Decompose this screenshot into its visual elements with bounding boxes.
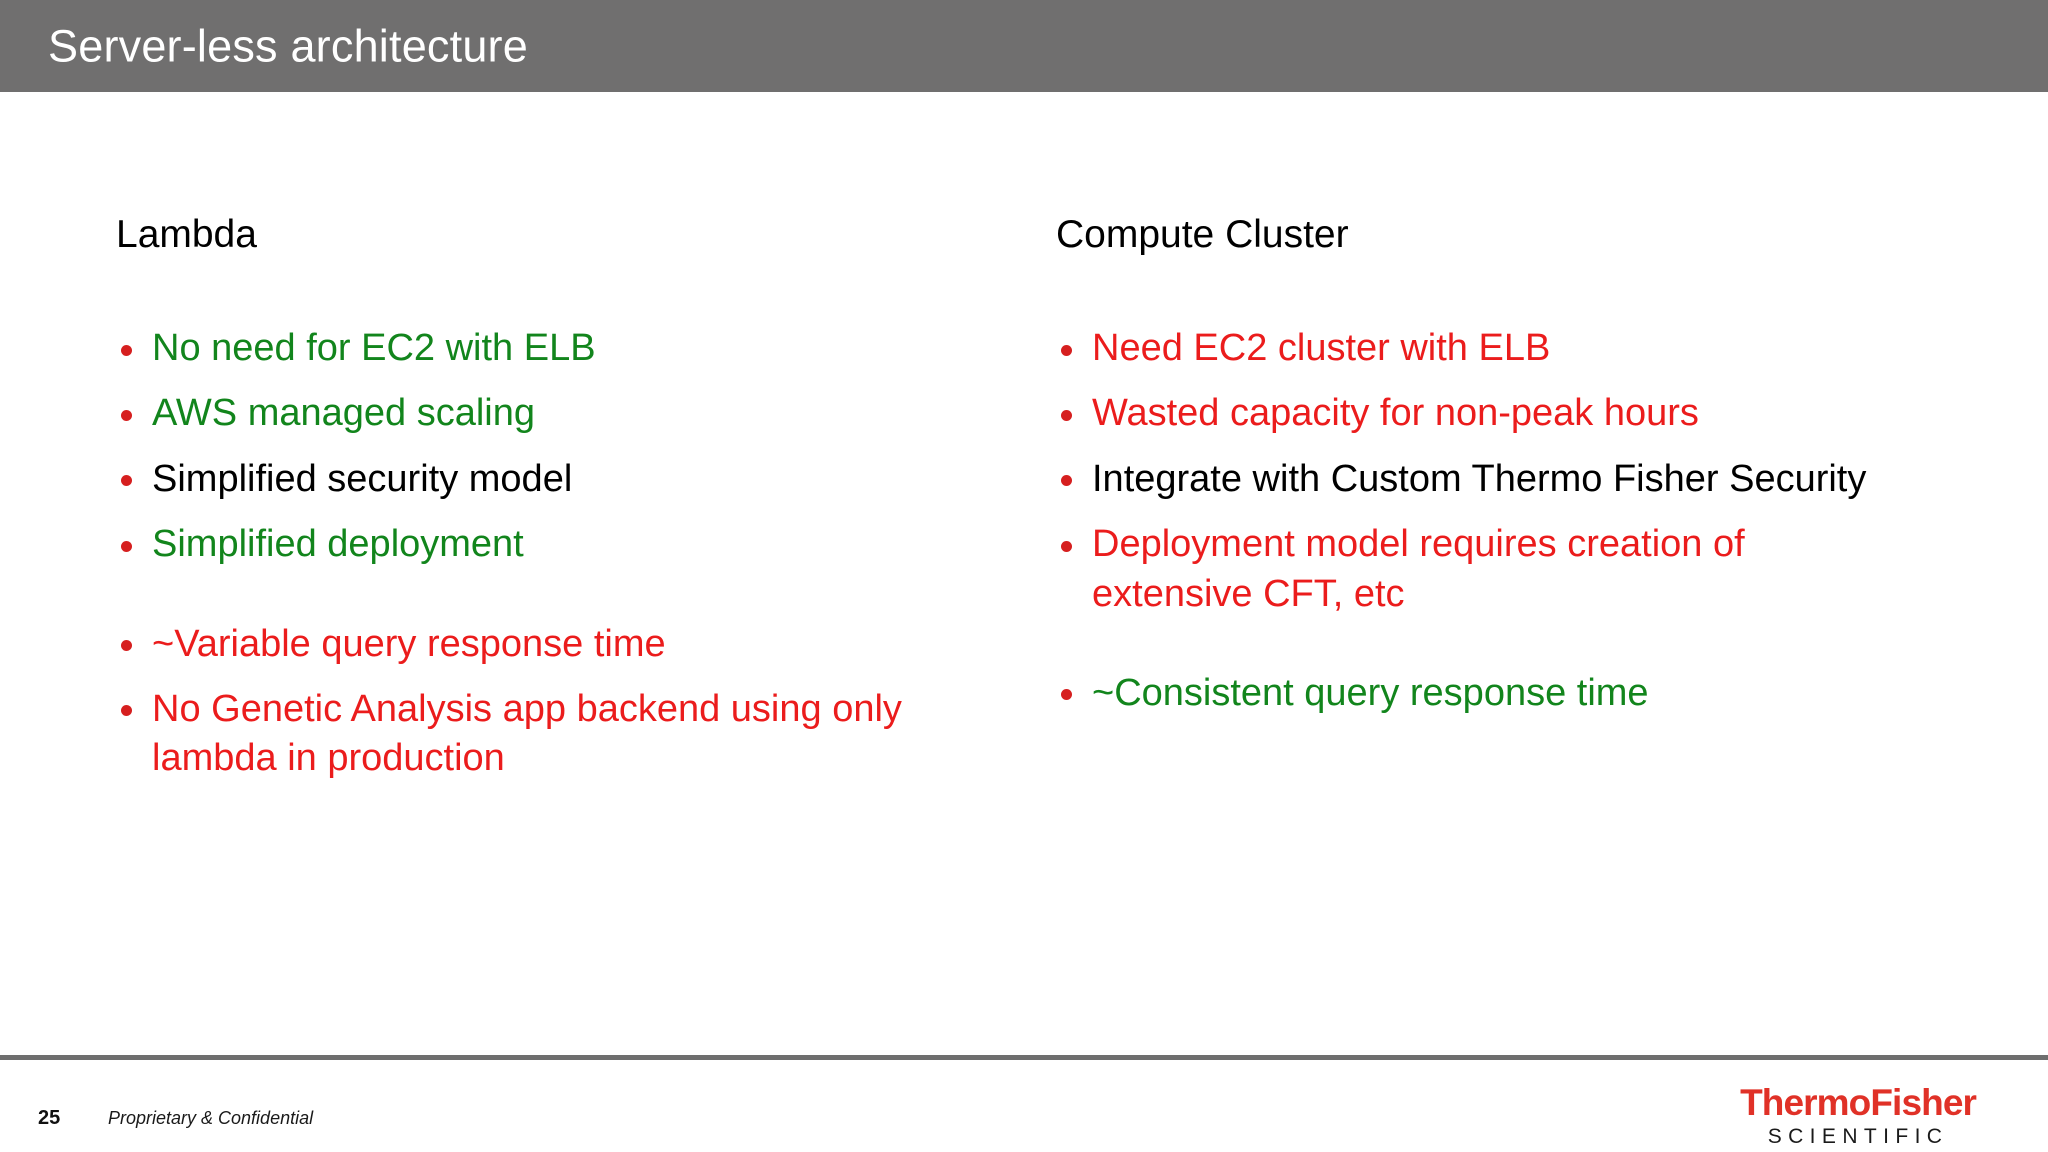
list-item: Need EC2 cluster with ELB (1052, 324, 1912, 373)
bullet-dot-icon (121, 344, 132, 356)
bullet-text: Wasted capacity for non-peak hours (1092, 392, 1699, 435)
bullet-text: No Genetic Analysis app backend using on… (152, 687, 902, 780)
bullet-dot-icon (121, 540, 132, 552)
bullet-dot-icon (121, 409, 132, 421)
bullet-dot-icon (121, 475, 132, 487)
column-compute-cluster: Compute Cluster Need EC2 cluster with EL… (1052, 212, 1912, 734)
list-item: No Genetic Analysis app backend using on… (112, 685, 942, 784)
list-item: ~Consistent query response time (1052, 669, 1912, 718)
list-item: Simplified security model (112, 455, 942, 504)
slide-title-band: Server-less architecture (0, 0, 2048, 92)
list-item: AWS managed scaling (112, 389, 942, 438)
column-heading-lambda: Lambda (116, 213, 257, 256)
list-item-spacer (1052, 635, 1912, 669)
page-number: 25 (38, 1107, 61, 1129)
column-lambda: Lambda No need for EC2 with ELB AWS mana… (112, 212, 942, 800)
slide-footer: 25 Proprietary & Confidential ThermoFish… (0, 1060, 2048, 1152)
bullet-text: Deployment model requires creation of ex… (1092, 523, 1745, 615)
bullet-text: ~Consistent query response time (1092, 671, 1649, 714)
bullet-text: ~Variable query response time (152, 622, 666, 665)
bullet-dot-icon (121, 705, 132, 717)
footer-divider (0, 1055, 2048, 1060)
list-item: Wasted capacity for non-peak hours (1052, 389, 1912, 438)
bullet-text: No need for EC2 with ELB (152, 327, 596, 370)
list-item: Simplified deployment (112, 520, 942, 569)
slide-body: Lambda No need for EC2 with ELB AWS mana… (0, 92, 2048, 1055)
bullet-text: Integrate with Custom Thermo Fisher Secu… (1092, 457, 1867, 500)
logo-tagline: SCIENTIFIC (1767, 1125, 1949, 1148)
bullet-dot-icon (1061, 409, 1072, 421)
column-heading-compute-cluster: Compute Cluster (1056, 213, 1349, 256)
list-item: Integrate with Custom Thermo Fisher Secu… (1052, 455, 1912, 504)
bullet-dot-icon (1061, 540, 1072, 552)
page-title: Server-less architecture (48, 20, 528, 72)
logo-wordmark: ThermoFisher (1740, 1082, 1977, 1123)
list-item: Deployment model requires creation of ex… (1052, 520, 1912, 619)
bullet-dot-icon (1061, 344, 1072, 356)
list-item-spacer (112, 586, 942, 620)
thermo-fisher-logo: ThermoFisher SCIENTIFIC (1740, 1082, 1977, 1148)
bullet-list-lambda: No need for EC2 with ELB AWS managed sca… (112, 324, 942, 784)
bullet-dot-icon (1061, 475, 1072, 487)
list-item: ~Variable query response time (112, 620, 942, 669)
bullet-text: Need EC2 cluster with ELB (1092, 327, 1551, 370)
bullet-dot-icon (121, 640, 132, 652)
bullet-text: Simplified deployment (152, 523, 524, 566)
list-item: No need for EC2 with ELB (112, 324, 942, 373)
confidentiality-note: Proprietary & Confidential (108, 1108, 314, 1128)
bullet-list-compute-cluster: Need EC2 cluster with ELB Wasted capacit… (1052, 324, 1912, 718)
bullet-text: AWS managed scaling (152, 392, 536, 435)
bullet-text: Simplified security model (152, 457, 573, 500)
bullet-dot-icon (1061, 689, 1072, 701)
